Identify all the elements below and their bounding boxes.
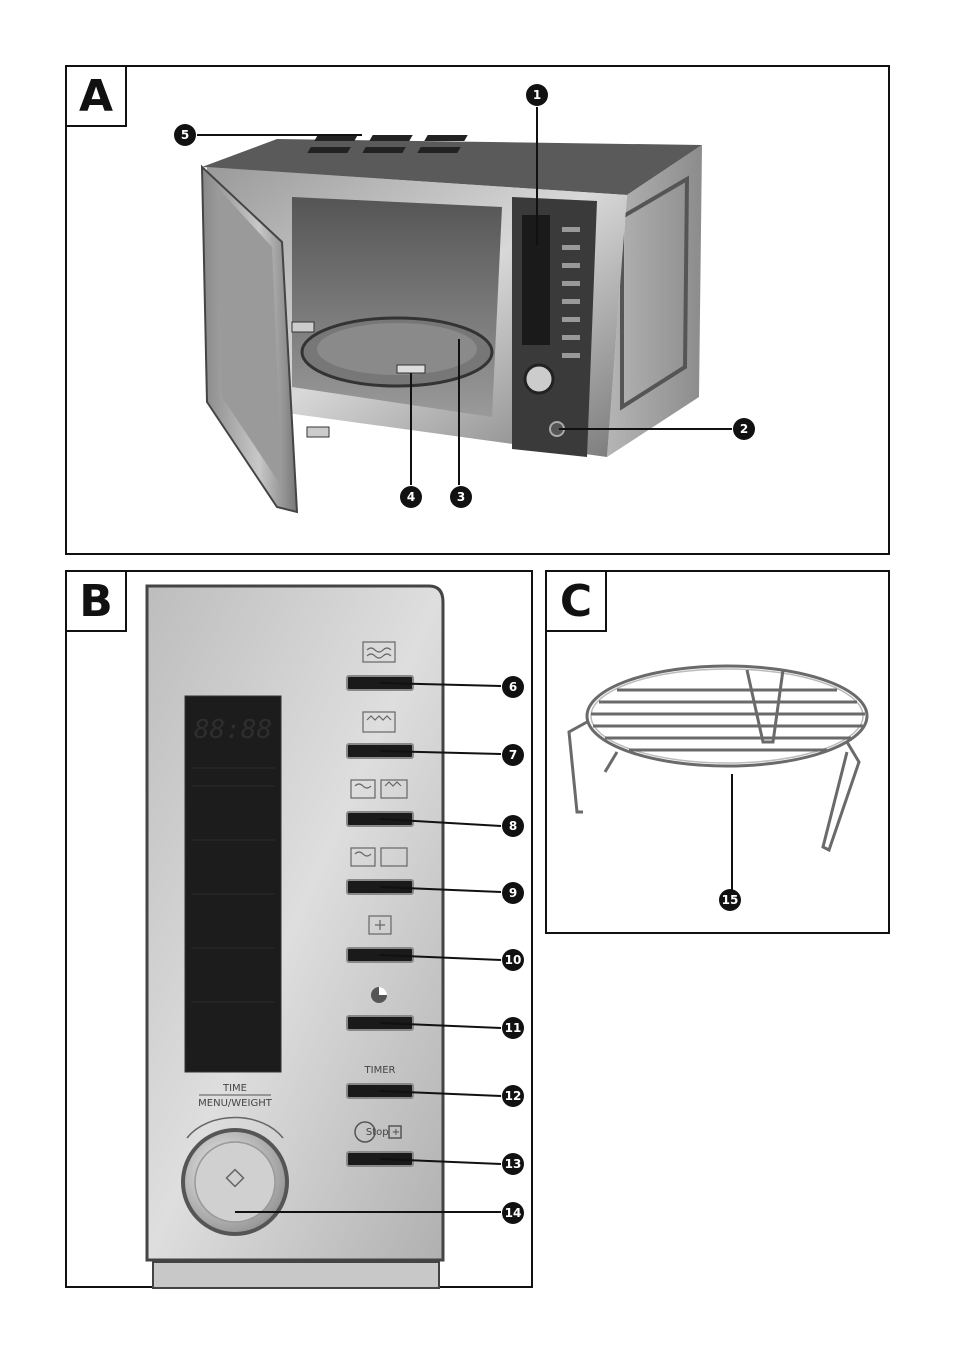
knob-label-bottom: MENU/WEIGHT: [198, 1098, 273, 1109]
timer-label: TIMER: [364, 1065, 396, 1076]
svg-text:4: 4: [407, 490, 415, 504]
svg-text:7: 7: [509, 748, 517, 762]
svg-text:2: 2: [740, 422, 748, 436]
svg-text:10: 10: [505, 953, 522, 967]
svg-text:3: 3: [457, 490, 465, 504]
svg-text:12: 12: [505, 1089, 522, 1103]
svg-text:6: 6: [509, 680, 517, 694]
lock-icon: [388, 1125, 402, 1139]
callout-5: 5: [174, 124, 196, 146]
button-icons: [350, 641, 408, 935]
callout-7: 7: [502, 744, 524, 766]
stop-lock-label: Stop +: [366, 1127, 400, 1138]
panel-b: B 88:88: [65, 570, 533, 1289]
callout-8: 8: [502, 815, 524, 837]
grill-rack-illustration: 15: [567, 664, 869, 911]
control-panel-illustration: 88:88 TIMER Stop +: [145, 584, 524, 1289]
callout-1: 1: [526, 84, 548, 106]
callout-11: 11: [502, 1017, 524, 1039]
svg-text:15: 15: [722, 893, 739, 907]
svg-text:5: 5: [181, 128, 189, 142]
callout-12: 12: [502, 1085, 524, 1107]
lcd-display: [184, 695, 282, 1073]
svg-text:8: 8: [509, 819, 517, 833]
callout-13: 13: [502, 1153, 524, 1175]
callout-2: 2: [733, 418, 755, 440]
svg-text:11: 11: [505, 1021, 522, 1035]
panel-a: A: [65, 65, 890, 555]
callout-6: 6: [502, 676, 524, 698]
svg-text:13: 13: [505, 1157, 522, 1171]
callout-9: 9: [502, 882, 524, 904]
callout-10: 10: [502, 949, 524, 971]
stop-icon: [354, 1121, 376, 1143]
callout-4: 4: [400, 486, 422, 508]
knob-label-top: TIME: [222, 1083, 247, 1094]
panel-a-letter: A: [65, 65, 127, 127]
microwave-illustration: 1 2 3 4 5: [174, 84, 755, 514]
panel-c-letter: C: [545, 570, 607, 632]
svg-text:14: 14: [505, 1206, 522, 1220]
callout-3: 3: [450, 486, 472, 508]
top-vents: [307, 135, 468, 153]
svg-text:1: 1: [533, 88, 541, 102]
panel-b-letter: B: [65, 570, 127, 632]
svg-text:9: 9: [509, 886, 517, 900]
buttons-a: [562, 227, 580, 358]
panel-c: C 15: [545, 570, 890, 934]
microwave-side: [607, 145, 702, 457]
callout-15: 15: [719, 889, 741, 911]
display-digits: 88:88: [194, 715, 272, 745]
callout-14: 14: [502, 1202, 524, 1224]
grill-rack: [567, 664, 869, 853]
turntable-support: [396, 364, 426, 374]
control-knob-a: [523, 363, 555, 395]
